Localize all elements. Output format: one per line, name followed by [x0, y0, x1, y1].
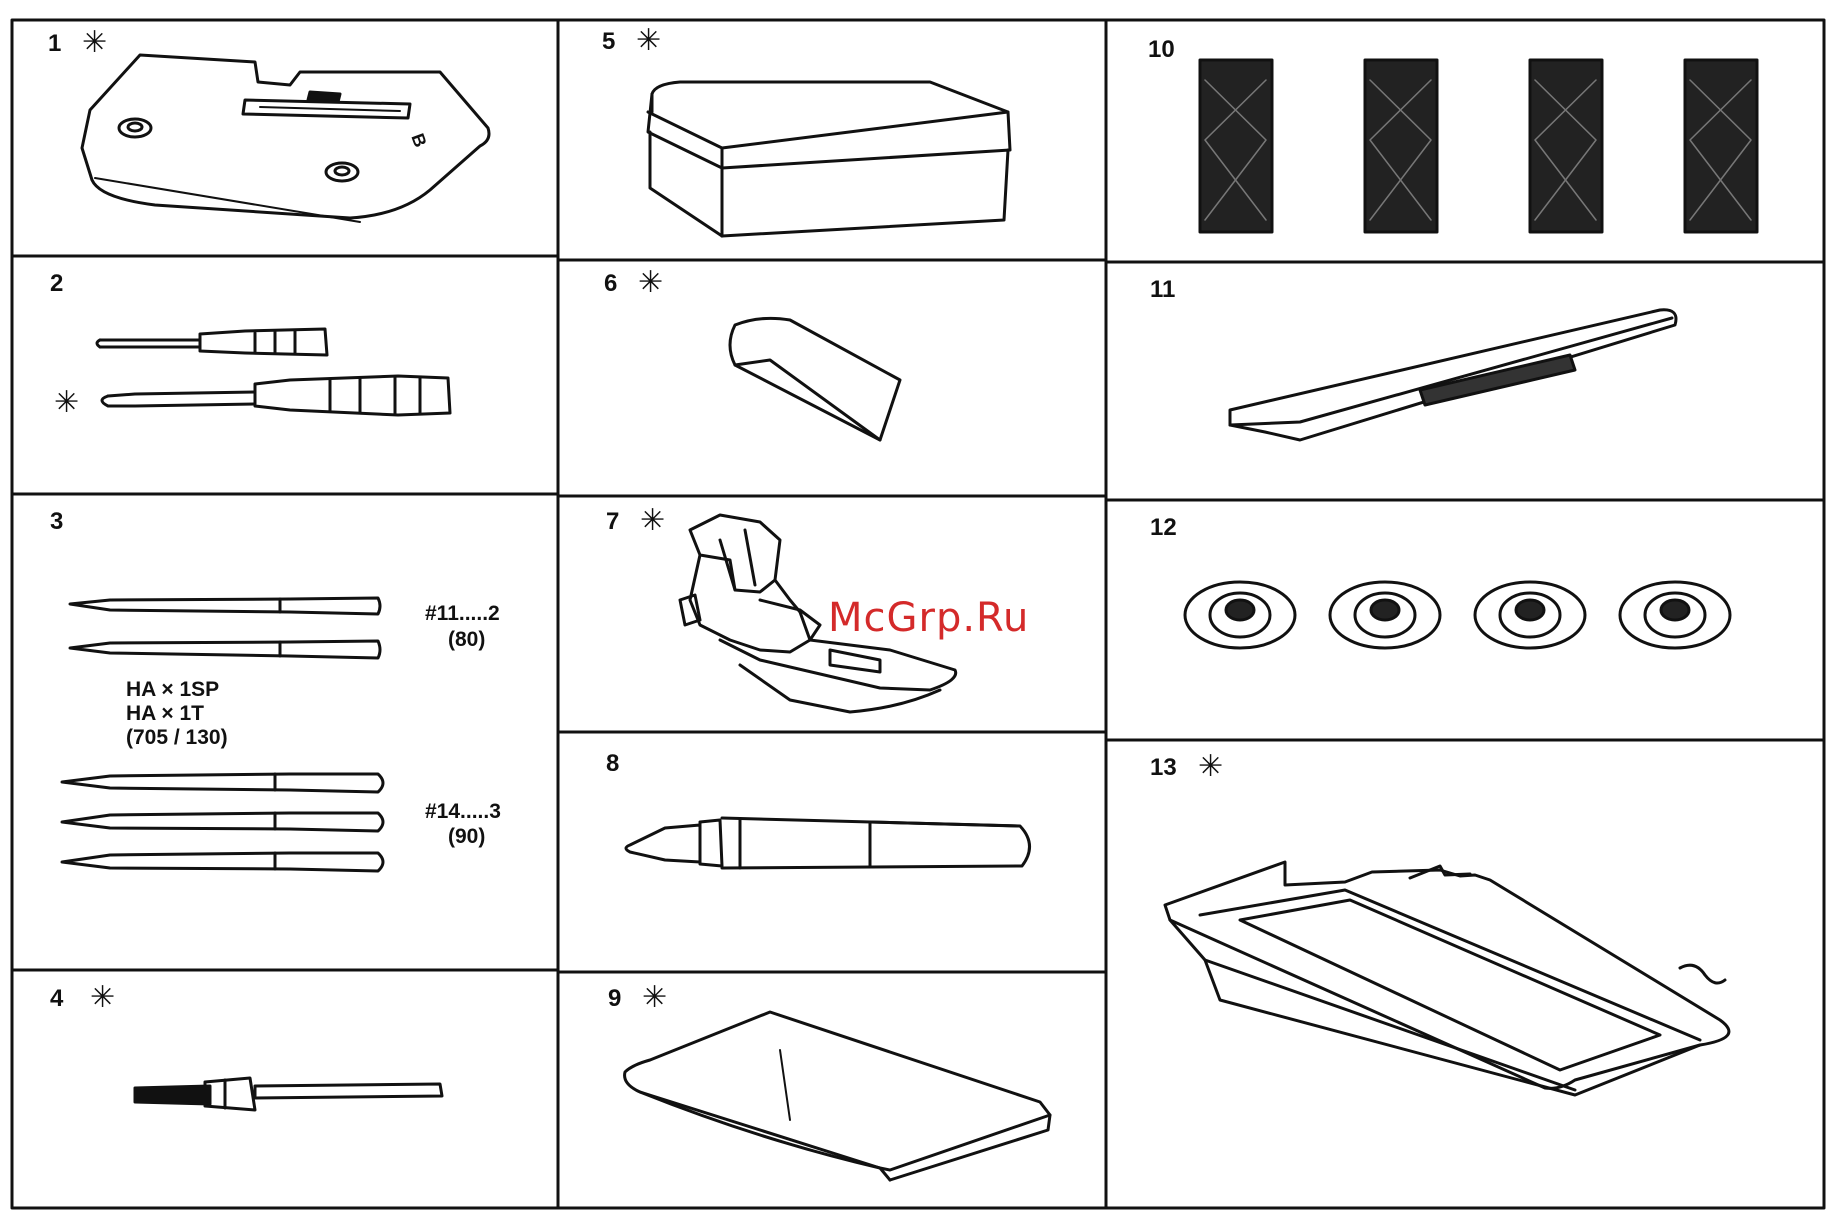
asterisk-7: ✳	[640, 506, 665, 536]
chalk-piece-illustration	[730, 318, 900, 440]
tweezers-illustration	[1230, 310, 1676, 440]
item-number-12: 12	[1150, 514, 1177, 542]
needle-size-b-metric: (90)	[448, 825, 485, 849]
screwdrivers-illustration	[97, 329, 450, 415]
item-number-7: 7	[606, 508, 619, 536]
item-number-6: 6	[604, 270, 617, 298]
storage-box-illustration	[648, 82, 1010, 236]
asterisk-1: ✳	[82, 28, 107, 58]
item-number-13: 13	[1150, 754, 1177, 782]
item-number-10: 10	[1148, 36, 1175, 64]
asterisk-13: ✳	[1198, 752, 1223, 782]
item-number-5: 5	[602, 28, 615, 56]
item-number-2: 2	[50, 270, 63, 298]
needle-type-3: (705 / 130)	[126, 726, 228, 750]
item-number-1: 1	[48, 30, 61, 58]
needle-type-2: HA × 1T	[126, 702, 204, 726]
needle-type-1: HA × 1SP	[126, 678, 219, 702]
trim-tray-illustration	[1165, 862, 1729, 1095]
item-number-3: 3	[50, 508, 63, 536]
watermark: McGrp.Ru	[828, 595, 1029, 641]
bobbins-illustration	[1185, 582, 1730, 648]
asterisk-5: ✳	[636, 26, 661, 56]
asterisk-6: ✳	[638, 268, 663, 298]
asterisk-2: ✳	[54, 388, 79, 418]
item-number-8: 8	[606, 750, 619, 778]
spool-pin-illustration	[135, 1078, 442, 1110]
item-number-4: 4	[50, 985, 63, 1013]
cloth-illustration	[625, 1012, 1050, 1180]
needle-size-a: #11.....2	[425, 602, 500, 626]
asterisk-9: ✳	[642, 983, 667, 1013]
asterisk-4: ✳	[90, 983, 115, 1013]
thread-texture	[1205, 80, 1751, 220]
oiler-illustration	[626, 818, 1030, 868]
item-number-11: 11	[1150, 276, 1175, 304]
needle-size-a-metric: (80)	[448, 628, 485, 652]
item-number-9: 9	[608, 985, 621, 1013]
thread-cones-illustration	[1200, 60, 1757, 232]
needle-size-b: #14.....3	[425, 800, 501, 824]
